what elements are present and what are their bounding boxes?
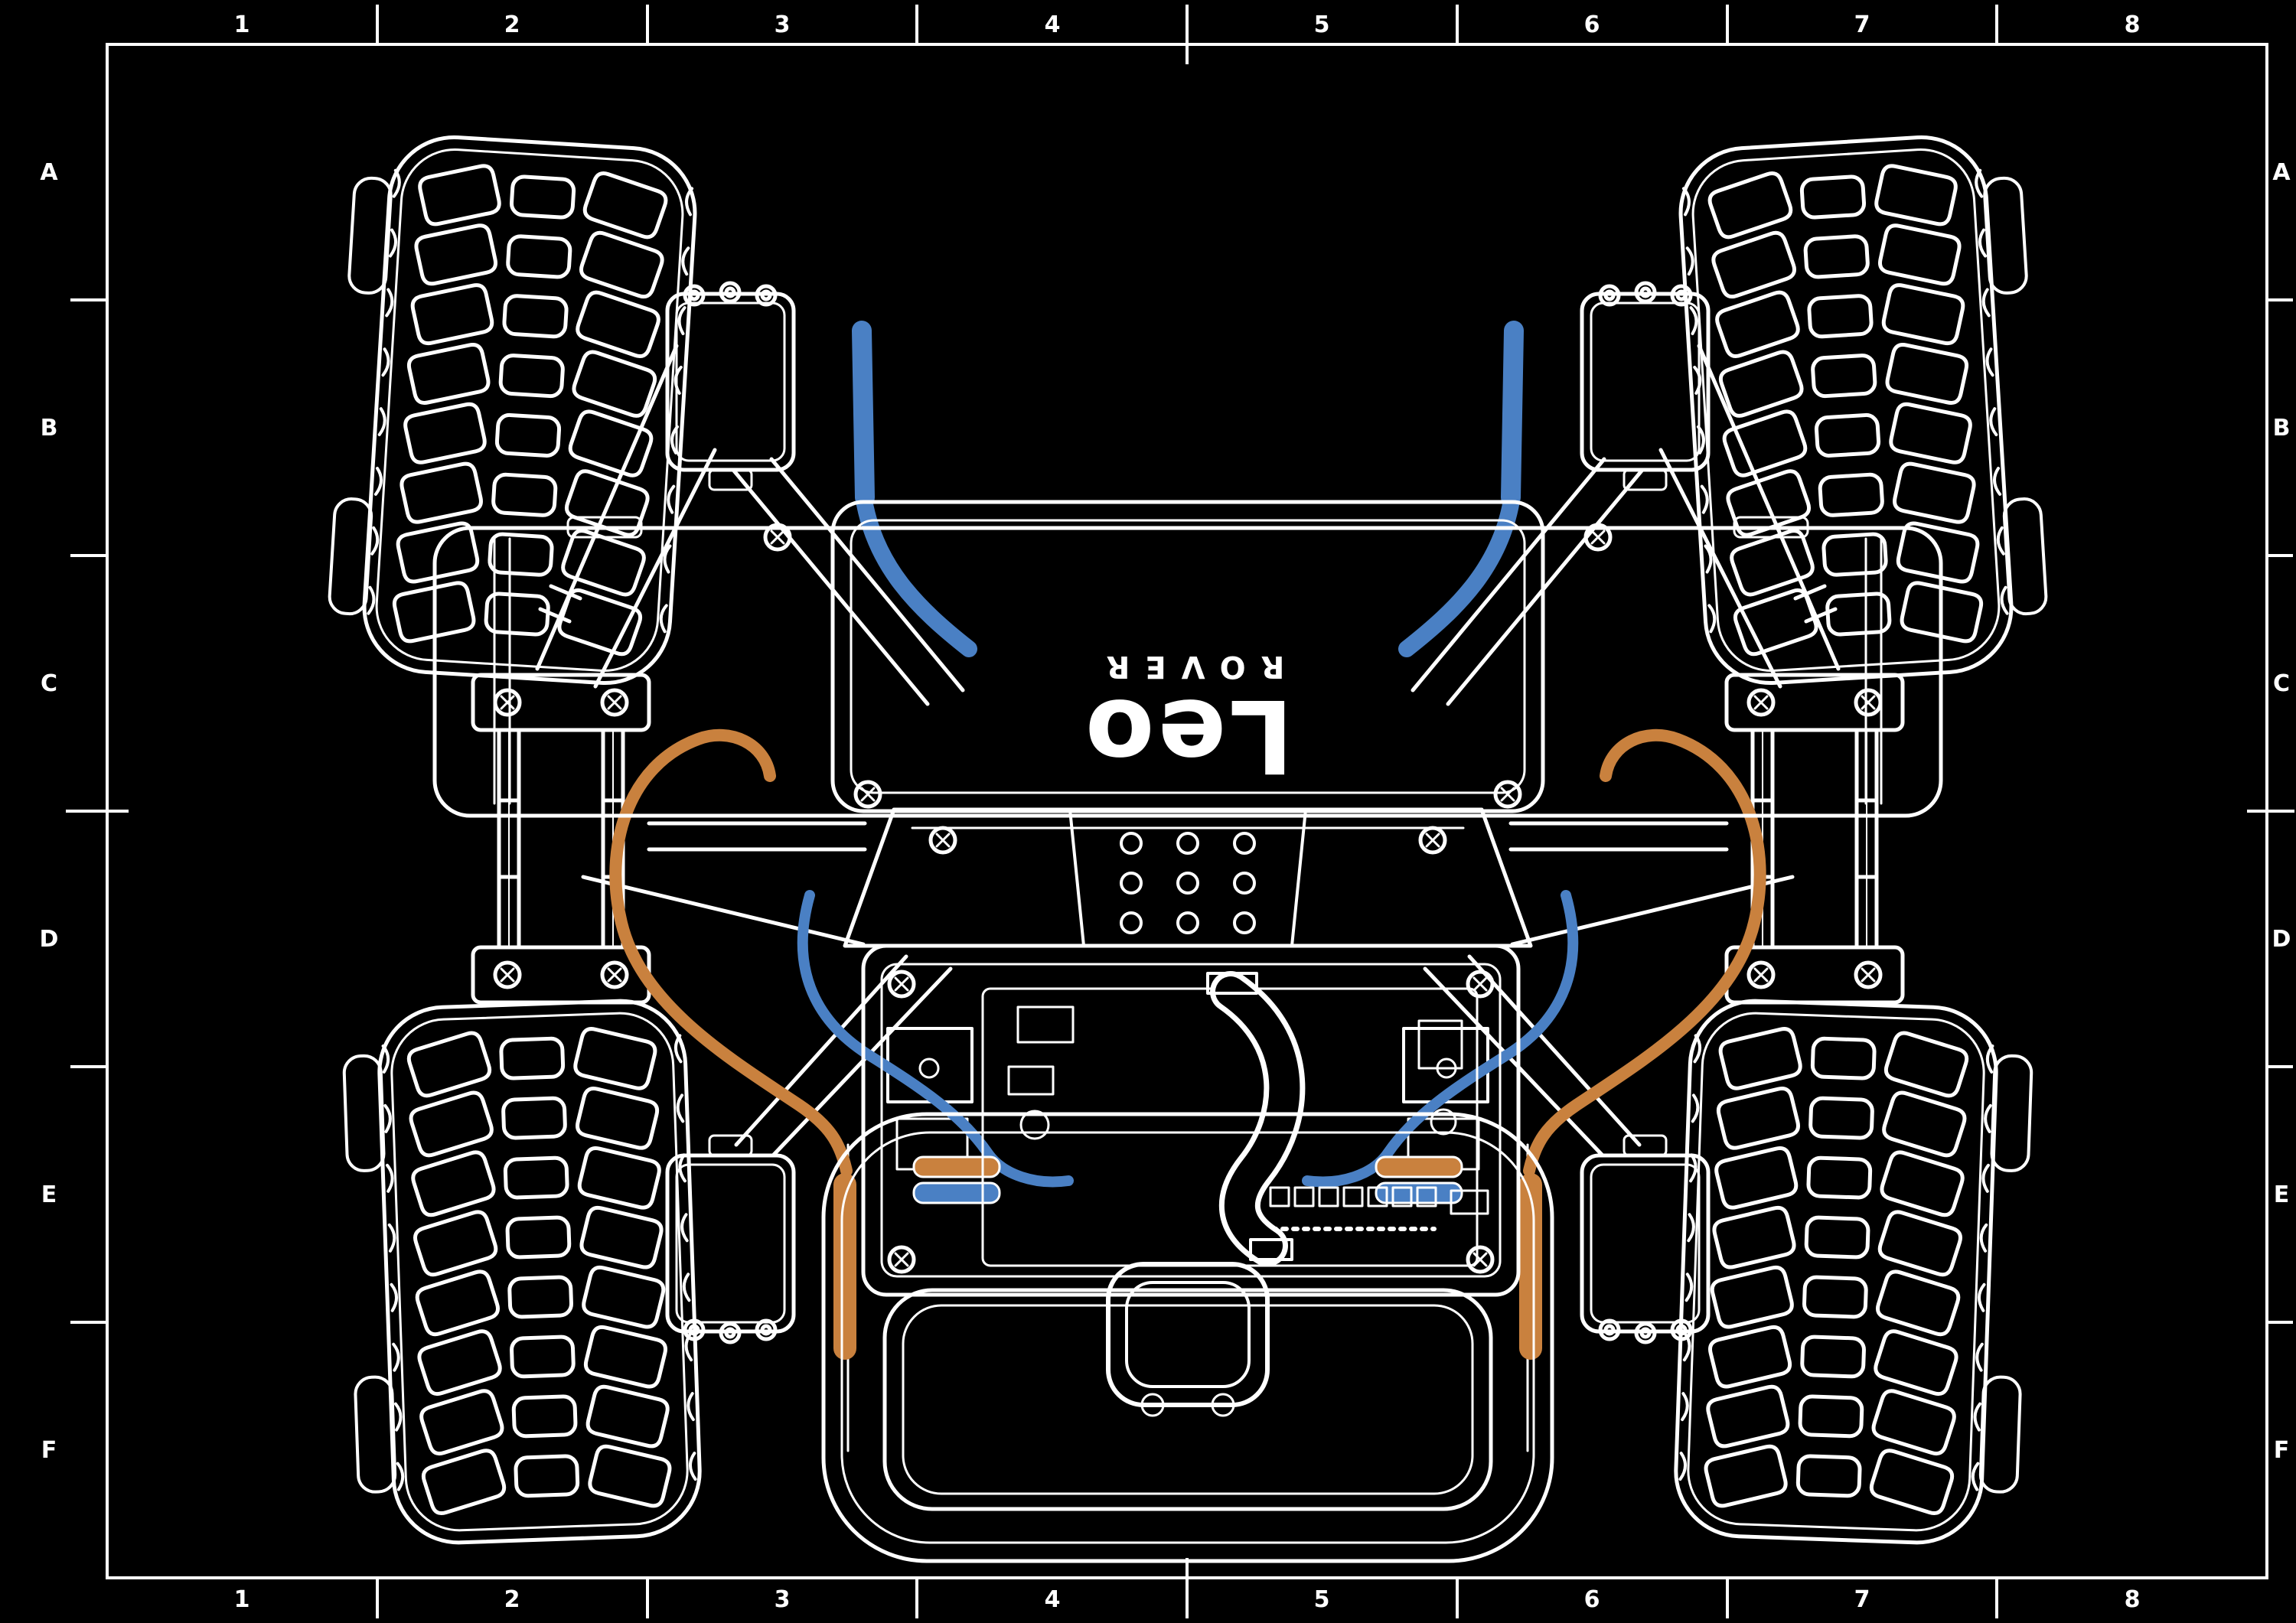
leo-rover-logo: Leo ROVER [1082, 649, 1293, 794]
row-label: E [41, 1181, 57, 1208]
row-label: E [2274, 1181, 2290, 1208]
row-label: D [2272, 926, 2291, 953]
row-label: C [41, 670, 57, 697]
col-label: 7 [1854, 11, 1870, 38]
col-label: 5 [1314, 11, 1330, 38]
col-label: 6 [1584, 11, 1600, 38]
row-label: A [40, 159, 58, 186]
logo-primary-text: Leo [1082, 676, 1293, 794]
col-label: 4 [1045, 11, 1061, 38]
pin-headers [1269, 1186, 1437, 1207]
col-label: 1 [234, 11, 250, 38]
row-label: A [2272, 159, 2291, 186]
row-label: B [41, 415, 58, 442]
row-label: D [40, 926, 59, 953]
top-ticks [376, 5, 1998, 64]
col-label: 2 [504, 1586, 520, 1613]
ribbon-cable [1206, 971, 1306, 1266]
drawing-frame [66, 5, 2294, 1618]
col-label: 7 [1854, 1586, 1870, 1613]
col-label: 4 [1045, 1586, 1061, 1613]
col-label: 8 [2125, 1586, 2141, 1613]
grid-labels: 1 2 3 4 5 6 7 8 1 2 3 4 5 6 7 8 A B C D … [40, 11, 2291, 1613]
col-label: 8 [2125, 11, 2141, 38]
pcb [981, 971, 1489, 1267]
row-label: B [2273, 415, 2291, 442]
battery-handle [1106, 1262, 1270, 1417]
electronics-tray [861, 943, 1521, 1297]
rover-drawing: Leo ROVER [325, 132, 2050, 1563]
col-label: 3 [775, 1586, 791, 1613]
col-label: 5 [1314, 1586, 1330, 1613]
bumper [821, 1112, 1554, 1563]
left-ticks [66, 298, 129, 1324]
row-label: F [2274, 1437, 2290, 1464]
logo-secondary-text: ROVER [1091, 649, 1285, 684]
right-ticks [2247, 298, 2294, 1324]
col-label: 6 [1584, 1586, 1600, 1613]
battery [882, 1288, 1493, 1511]
col-label: 1 [234, 1586, 250, 1613]
bottom-ticks [376, 1558, 1998, 1618]
mounting-plate [843, 807, 1533, 948]
col-label: 3 [775, 11, 791, 38]
plate-holes [1120, 832, 1256, 934]
col-label: 2 [504, 11, 520, 38]
row-label: C [2273, 670, 2290, 697]
row-label: F [41, 1437, 57, 1464]
